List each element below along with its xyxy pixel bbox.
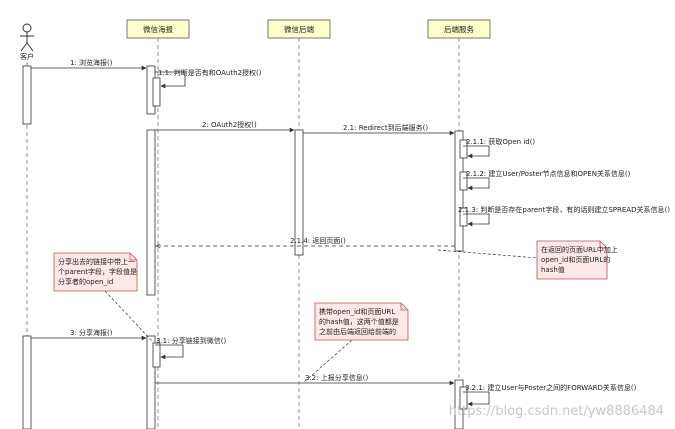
self-message-arrow <box>463 391 490 407</box>
note-line: 的hash值，这两个值都是 <box>319 317 399 326</box>
activation-bar <box>459 139 468 159</box>
note-report-share: 携带open_id和页面URL 的hash值，这两个值都是 之前由后端返回给前端… <box>302 302 409 384</box>
message-label: 2.1.2: 建立User/Poster节点信息和OPEN关系信息() <box>466 169 631 178</box>
note-line: 个parent字段，字段值是 <box>58 267 137 276</box>
activation-bar <box>459 207 468 227</box>
activation-bar <box>146 129 156 296</box>
activation-bar <box>454 130 464 252</box>
note-line: 分享出去的链接中带上一 <box>58 257 135 266</box>
message-label: 2.1.3: 判断是否存在parent字段，有的话则建立SPREAD关系信息() <box>458 205 670 214</box>
watermark: https://blog.csdn.net/yw8886484 <box>449 404 664 419</box>
note-line: 分享者的open_id <box>58 277 113 286</box>
note-line: 之前由后端返回给前端的 <box>319 327 396 336</box>
self-message-arrow <box>155 344 184 360</box>
message-label: 3: 分享海报() <box>70 328 113 337</box>
note-line: open_id和页面URL的 <box>541 255 610 264</box>
note-connector <box>302 339 353 384</box>
activation-bar <box>294 129 304 256</box>
activation-bar <box>146 335 156 429</box>
message-label: 1: 浏览海报() <box>70 58 113 67</box>
note-parent-field: 分享出去的链接中带上一 个parent字段，字段值是 分享者的open_id <box>53 252 153 342</box>
activation-bar <box>22 65 32 125</box>
message-label: 3.2: 上报分享信息() <box>305 373 368 382</box>
message-label: 2: OAuth2授权() <box>202 120 257 129</box>
self-message-arrow <box>463 177 490 191</box>
participant-weixin-poster: 微信海报 <box>126 19 190 39</box>
message-label: 3.2.1: 建立User与Poster之间的FORWARD关系信息() <box>465 383 637 392</box>
note-connector <box>437 249 539 259</box>
message-label: 1.1: 判断是否有和OAuth2授权() <box>158 68 262 77</box>
participant-label: 微信后端 <box>284 24 314 34</box>
participant-backend-service: 后端服务 <box>427 19 491 39</box>
note-connector <box>104 290 153 342</box>
note-return-url: 在返回的页面URL中加上 open_id和页面URL的 hash值 <box>437 240 618 280</box>
participant-label: 微信海报 <box>143 24 173 34</box>
actor-label: 客户 <box>20 52 34 61</box>
note-box <box>53 252 138 292</box>
self-message-arrow <box>155 71 186 89</box>
self-message-arrow <box>463 213 490 227</box>
activation-bar <box>152 77 161 107</box>
activation-bar <box>152 342 161 368</box>
note-line: 携带open_id和页面URL <box>319 307 395 316</box>
self-message-arrow <box>463 145 490 159</box>
message-label: 3.1: 分享链接到微信() <box>156 336 226 345</box>
activation-bar <box>22 335 32 429</box>
participant-weixin-backend: 微信后端 <box>267 19 331 39</box>
message-label: 2.1.1: 获取Open id() <box>466 137 535 146</box>
note-line: hash值 <box>541 265 565 274</box>
participant-label: 后端服务 <box>444 24 474 34</box>
actor: 客户 <box>20 23 34 61</box>
activation-bar <box>459 386 468 410</box>
note-box <box>314 302 409 341</box>
note-line: 在返回的页面URL中加上 <box>541 245 618 254</box>
actor-head-icon <box>22 23 32 33</box>
activation-bar <box>459 171 468 191</box>
note-box <box>536 240 608 280</box>
message-label: 2.1.4: 返回页面() <box>290 237 346 245</box>
message-label: 2.1: Redirect到后端服务() <box>343 123 428 132</box>
